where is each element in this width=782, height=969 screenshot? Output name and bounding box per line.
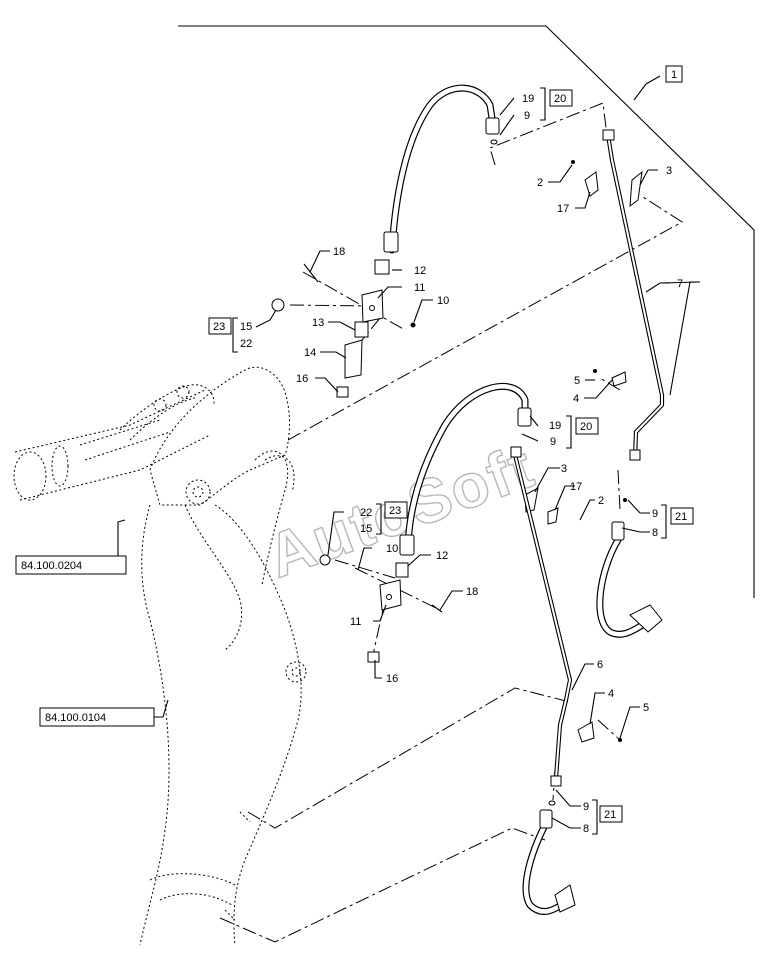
- callout-5-mid: 5: [574, 375, 580, 387]
- callout-21-low: 21: [604, 809, 616, 821]
- middle-fittings: [319, 487, 559, 663]
- callout-19-mid: 19: [549, 420, 561, 432]
- callout-17-top: 17: [557, 203, 569, 215]
- callout-7: 7: [677, 278, 683, 290]
- callout-16-mid: 16: [386, 673, 398, 685]
- callout-9-top: 9: [524, 110, 530, 122]
- assembly-guide-lines: [219, 102, 683, 943]
- callout-8-low: 8: [583, 823, 589, 835]
- hose-8-upper: [596, 498, 663, 638]
- leader-lines: [117, 75, 701, 829]
- callout-23-top: 23: [213, 321, 225, 333]
- callout-20-top: 20: [554, 93, 566, 105]
- callout-6: 6: [597, 659, 603, 671]
- callout-17-mid: 17: [570, 481, 582, 493]
- tube-6: [510, 446, 622, 787]
- tube-7: [571, 129, 665, 461]
- callout-8-right: 8: [652, 527, 658, 539]
- upper-fittings: [271, 259, 416, 398]
- callout-14: 14: [304, 347, 316, 359]
- callout-2-mid: 2: [598, 495, 604, 507]
- callout-4-mid: 4: [573, 393, 579, 405]
- callout-18-top: 18: [333, 246, 345, 258]
- kit-outline: [178, 25, 755, 598]
- hose-upper-20: [383, 84, 500, 254]
- callout-10-top: 10: [437, 295, 449, 307]
- callouts: 1 2 3 17 7 19 9 20 18 12 11 10 13 14 16 …: [15, 65, 694, 835]
- callout-15-mid: 15: [360, 523, 372, 535]
- callout-3-top: 3: [666, 165, 672, 177]
- boom-structure: [13, 366, 307, 946]
- hose-middle-20: [399, 382, 532, 556]
- callout-15-top: 15: [240, 321, 252, 333]
- callout-5-low: 5: [643, 702, 649, 714]
- callout-10-mid: 10: [386, 543, 398, 555]
- callout-22-mid: 22: [360, 507, 372, 519]
- callout-16-top: 16: [296, 373, 308, 385]
- callout-21-right: 21: [675, 511, 687, 523]
- callout-box-1: [665, 65, 683, 83]
- callout-4-low: 4: [608, 688, 614, 700]
- ref-lower: 84.100.0104: [45, 712, 106, 724]
- ref-box-lower: [39, 707, 155, 727]
- callout-1: 1: [671, 69, 677, 81]
- callout-9-right: 9: [652, 508, 658, 520]
- callout-18-mid: 18: [466, 586, 478, 598]
- callout-9-low: 9: [583, 801, 589, 813]
- callout-22-top: 22: [240, 338, 252, 350]
- callout-19-top: 19: [522, 93, 534, 105]
- ref-box-upper: [15, 555, 127, 575]
- callout-3-mid: 3: [561, 463, 567, 475]
- callout-12-mid: 12: [436, 550, 448, 562]
- callout-20-mid: 20: [580, 421, 592, 433]
- callout-9-mid: 9: [550, 436, 556, 448]
- callout-23-mid: 23: [389, 505, 401, 517]
- callout-2-top: 2: [537, 177, 543, 189]
- callout-12-top: 12: [414, 265, 426, 277]
- callout-11-top: 11: [414, 282, 425, 294]
- hose-8-lower: [522, 800, 576, 915]
- callout-13: 13: [312, 317, 324, 329]
- callout-11-mid: 11: [350, 616, 361, 628]
- ref-upper: 84.100.0204: [21, 560, 82, 572]
